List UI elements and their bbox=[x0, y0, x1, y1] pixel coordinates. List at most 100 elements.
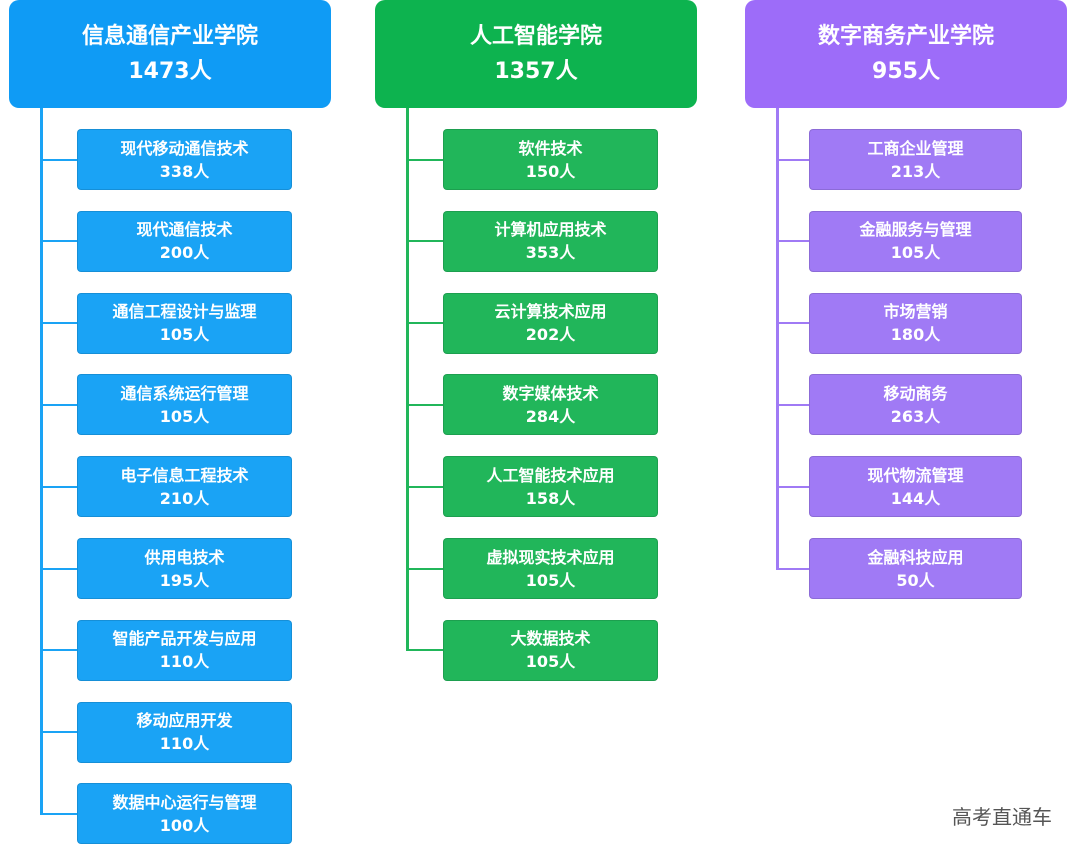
major-count: 338人 bbox=[159, 161, 210, 181]
connector-branch bbox=[776, 158, 809, 161]
college-count: 1357人 bbox=[494, 59, 578, 84]
major-box: 移动应用开发 110人 bbox=[77, 701, 292, 763]
college-header-info-comm: 信息通信产业学院 1473人 bbox=[9, 0, 331, 108]
major-box: 计算机应用技术 353人 bbox=[443, 210, 658, 272]
connector-branch bbox=[776, 322, 809, 325]
major-count: 202人 bbox=[525, 325, 576, 345]
major-box: 大数据技术 105人 bbox=[443, 619, 658, 681]
major-count: 150人 bbox=[525, 161, 576, 181]
major-count: 105人 bbox=[890, 243, 941, 263]
major-count: 105人 bbox=[525, 652, 576, 672]
major-count: 105人 bbox=[525, 570, 576, 590]
college-header-digital-commerce: 数字商务产业学院 955人 bbox=[745, 0, 1067, 108]
major-count: 200人 bbox=[159, 243, 210, 263]
college-name: 人工智能学院 bbox=[469, 24, 602, 49]
major-box: 通信工程设计与监理 105人 bbox=[77, 292, 292, 354]
major-name: 工商企业管理 bbox=[867, 138, 964, 158]
major-count: 50人 bbox=[896, 570, 935, 590]
connector-branch bbox=[406, 240, 443, 243]
major-name: 金融服务与管理 bbox=[859, 220, 972, 240]
major-name: 人工智能技术应用 bbox=[486, 465, 615, 485]
major-box: 数字媒体技术 284人 bbox=[443, 374, 658, 436]
major-count: 353人 bbox=[525, 243, 576, 263]
major-name: 通信系统运行管理 bbox=[120, 383, 249, 403]
major-count: 284人 bbox=[525, 406, 576, 426]
major-count: 213人 bbox=[890, 161, 941, 181]
major-box: 金融科技应用 50人 bbox=[809, 538, 1022, 599]
major-count: 110人 bbox=[159, 734, 210, 754]
major-name: 市场营销 bbox=[883, 302, 948, 322]
connector-branch bbox=[40, 731, 77, 734]
major-name: 金融科技应用 bbox=[867, 547, 964, 567]
major-box: 现代物流管理 144人 bbox=[809, 456, 1022, 518]
connector-branch bbox=[406, 158, 443, 161]
college-name: 信息通信产业学院 bbox=[81, 24, 258, 49]
major-count: 100人 bbox=[159, 815, 210, 835]
major-count: 180人 bbox=[890, 325, 941, 345]
major-count: 263人 bbox=[890, 406, 941, 426]
major-name: 移动商务 bbox=[883, 383, 948, 403]
major-name: 大数据技术 bbox=[510, 629, 591, 649]
connector-branch bbox=[40, 567, 77, 570]
major-box: 虚拟现实技术应用 105人 bbox=[443, 538, 658, 599]
major-name: 供用电技术 bbox=[144, 547, 225, 567]
connector-branch bbox=[776, 240, 809, 243]
connector-branch bbox=[406, 403, 443, 406]
major-box: 智能产品开发与应用 110人 bbox=[77, 619, 292, 681]
major-count: 195人 bbox=[159, 570, 210, 590]
connector-branch bbox=[406, 649, 443, 652]
connector-branch bbox=[40, 240, 77, 243]
connector-branch bbox=[406, 322, 443, 325]
major-box: 现代移动通信技术 338人 bbox=[77, 129, 292, 190]
connector-branch bbox=[40, 485, 77, 488]
major-name: 数据中心运行与管理 bbox=[112, 792, 257, 812]
major-name: 智能产品开发与应用 bbox=[112, 629, 257, 649]
connector-branch bbox=[40, 403, 77, 406]
major-box: 市场营销 180人 bbox=[809, 292, 1022, 354]
major-count: 105人 bbox=[159, 406, 210, 426]
major-box: 云计算技术应用 202人 bbox=[443, 292, 658, 354]
college-count: 1473人 bbox=[128, 59, 212, 84]
major-count: 110人 bbox=[159, 652, 210, 672]
major-name: 计算机应用技术 bbox=[494, 220, 607, 240]
major-box: 软件技术 150人 bbox=[443, 129, 658, 190]
major-box: 移动商务 263人 bbox=[809, 374, 1022, 436]
connector-branch bbox=[776, 485, 809, 488]
major-name: 现代移动通信技术 bbox=[120, 138, 249, 158]
connector-branch bbox=[776, 403, 809, 406]
connector-branch bbox=[40, 322, 77, 325]
major-box: 金融服务与管理 105人 bbox=[809, 210, 1022, 272]
connector-branch bbox=[40, 649, 77, 652]
major-name: 软件技术 bbox=[518, 138, 583, 158]
connector-branch bbox=[406, 567, 443, 570]
major-count: 144人 bbox=[890, 488, 941, 508]
major-box: 电子信息工程技术 210人 bbox=[77, 456, 292, 518]
connector-branch bbox=[40, 812, 77, 815]
major-name: 现代通信技术 bbox=[136, 220, 233, 240]
connector-spine bbox=[406, 108, 409, 652]
major-name: 虚拟现实技术应用 bbox=[486, 547, 615, 567]
college-header-ai: 人工智能学院 1357人 bbox=[375, 0, 697, 108]
major-box: 工商企业管理 213人 bbox=[809, 129, 1022, 190]
major-name: 现代物流管理 bbox=[867, 465, 964, 485]
major-box: 现代通信技术 200人 bbox=[77, 210, 292, 272]
watermark: 高考直通车 bbox=[952, 805, 1052, 829]
connector-branch bbox=[776, 567, 809, 570]
major-name: 数字媒体技术 bbox=[502, 383, 599, 403]
connector-branch bbox=[40, 158, 77, 161]
connector-spine bbox=[776, 108, 779, 570]
major-name: 电子信息工程技术 bbox=[120, 465, 249, 485]
college-count: 955人 bbox=[872, 59, 940, 84]
college-name: 数字商务产业学院 bbox=[817, 24, 994, 49]
major-box: 通信系统运行管理 105人 bbox=[77, 374, 292, 436]
major-name: 通信工程设计与监理 bbox=[112, 302, 257, 322]
major-box: 人工智能技术应用 158人 bbox=[443, 456, 658, 518]
connector-branch bbox=[406, 485, 443, 488]
connector-spine bbox=[40, 108, 43, 815]
major-name: 云计算技术应用 bbox=[494, 302, 607, 322]
major-count: 105人 bbox=[159, 325, 210, 345]
major-count: 158人 bbox=[525, 488, 576, 508]
major-box: 供用电技术 195人 bbox=[77, 538, 292, 599]
major-count: 210人 bbox=[159, 488, 210, 508]
major-name: 移动应用开发 bbox=[136, 711, 233, 731]
